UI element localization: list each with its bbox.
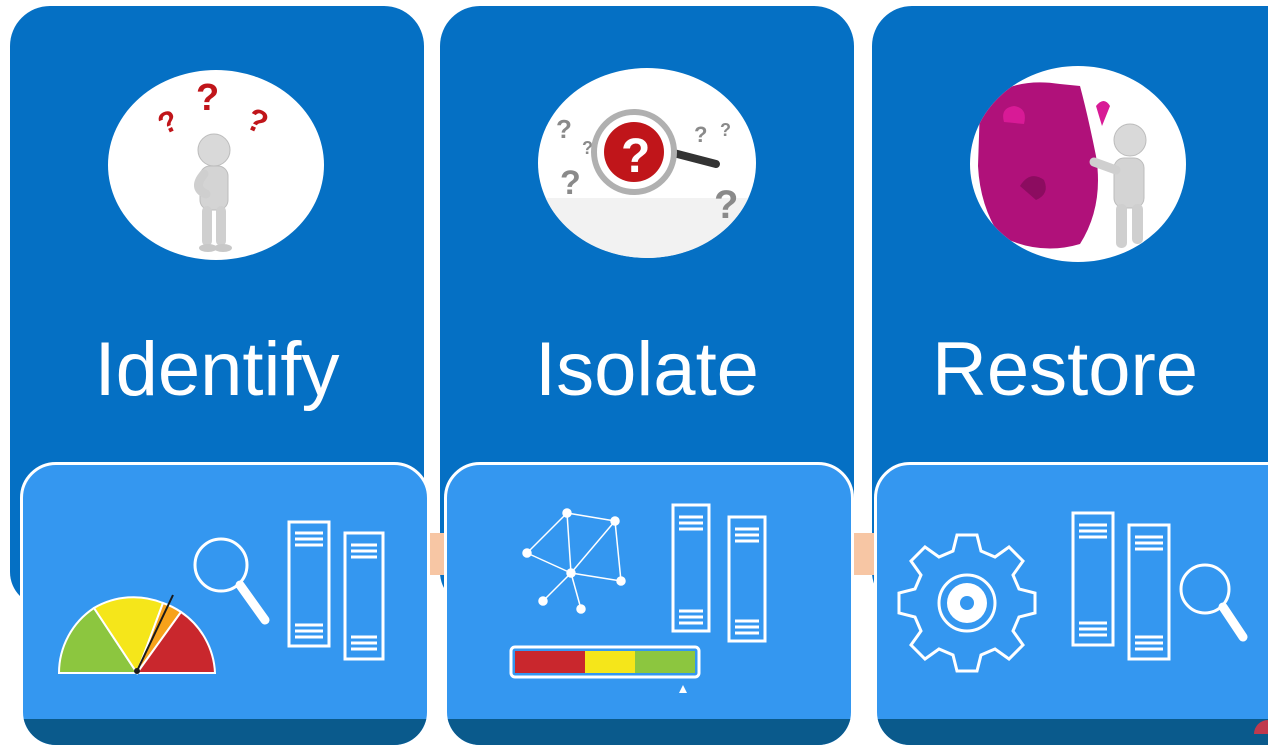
- restore-card: [874, 462, 1268, 748]
- magnifier-icon: [1179, 563, 1248, 642]
- restore-card-art: [897, 511, 1248, 673]
- magnifier-question-icon: ? ? ? ? ? ? ?: [538, 109, 756, 258]
- identify-card-band: [23, 719, 427, 745]
- svg-text:?: ?: [694, 122, 707, 147]
- status-bar-icon: [509, 645, 701, 693]
- isolate-card: [444, 462, 854, 748]
- network-graph-icon: [522, 508, 626, 614]
- svg-text:?: ?: [196, 77, 219, 119]
- identify-card: [20, 462, 430, 748]
- restore-card-band: [877, 719, 1268, 745]
- svg-text:?: ?: [241, 100, 274, 141]
- svg-text:?: ?: [556, 114, 572, 144]
- identify-illustration: ? ? ?: [108, 70, 324, 260]
- speed-gauge-icon: [57, 594, 217, 676]
- svg-text:?: ?: [582, 138, 593, 158]
- server-racks-icon: [1071, 511, 1171, 661]
- stage-title-identify: Identify: [94, 327, 340, 412]
- isolate-card-band: [447, 719, 851, 745]
- isolate-illustration: ? ? ? ? ? ? ?: [538, 68, 756, 258]
- puzzle-figure-icon: [978, 82, 1147, 249]
- svg-text:?: ?: [621, 130, 650, 183]
- magnifier-icon: [193, 537, 270, 625]
- restore-illustration: [970, 66, 1186, 262]
- thinking-figure-icon: ? ? ?: [153, 77, 274, 252]
- stage-title-isolate: Isolate: [535, 327, 759, 412]
- server-racks-icon: [287, 520, 385, 661]
- isolate-card-art: [509, 503, 767, 693]
- svg-text:?: ?: [153, 104, 184, 142]
- stage-title-restore: Restore: [931, 327, 1199, 412]
- svg-text:?: ?: [720, 120, 731, 140]
- svg-text:?: ?: [560, 164, 581, 202]
- identify-card-art: [57, 520, 385, 676]
- connector-2-3: [850, 533, 878, 575]
- corner-accent: [1254, 720, 1268, 734]
- server-racks-icon: [671, 503, 767, 643]
- svg-text:?: ?: [714, 183, 738, 227]
